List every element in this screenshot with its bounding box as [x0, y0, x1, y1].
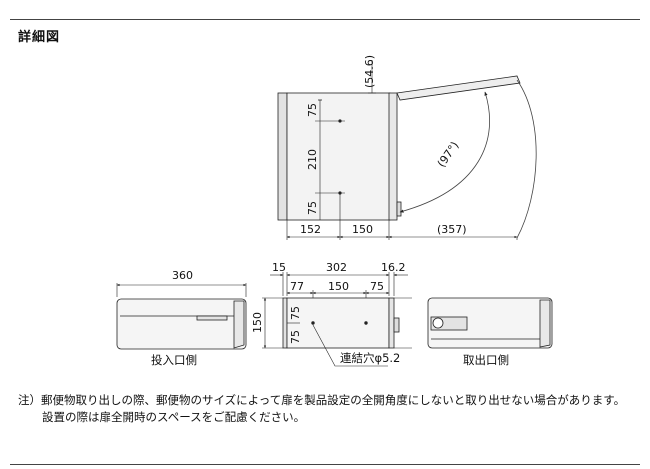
side-angle-label: (97°) — [435, 139, 462, 169]
back-label: 取出口側 — [463, 353, 509, 367]
top-dim-75-upper: 75 — [289, 306, 302, 320]
back-view — [427, 297, 553, 349]
front-dim-360: 360 — [172, 269, 193, 282]
top-dim-16-2: 16.2 — [381, 261, 406, 274]
top-dim-150-inner: 150 — [328, 280, 349, 293]
top-dim-75-inner: 75 — [370, 280, 384, 293]
side-dim-75-bottom: 75 — [306, 201, 319, 215]
top-dim-77: 77 — [290, 280, 304, 293]
hole-label: 連結穴φ5.2 — [340, 351, 400, 365]
top-dim-150-height: 150 — [251, 312, 264, 333]
top-wall-plate — [282, 297, 288, 349]
side-dim-210: 210 — [306, 149, 319, 170]
open-door — [396, 75, 521, 101]
top-door-edge — [388, 297, 395, 349]
top-dim-302: 302 — [326, 261, 347, 274]
note-line-1: 注）郵便物取り出しの際、郵便物のサイズによって扉を製品設定の全開角度にしないと取… — [18, 393, 626, 407]
back-side-panel — [539, 299, 551, 348]
side-body — [286, 92, 391, 221]
side-view — [277, 60, 537, 240]
back-body — [427, 297, 553, 349]
top-rule — [10, 19, 640, 20]
note-line-2: 設置の際は扉全開時のスペースをご配慮ください。 — [42, 410, 306, 424]
bottom-rule — [10, 464, 640, 465]
front-slot-handle — [196, 315, 228, 321]
front-body — [116, 298, 247, 350]
front-side-panel — [233, 300, 245, 349]
top-dim-15: 15 — [272, 261, 286, 274]
door-swing-arc-outer — [516, 79, 537, 239]
side-dim-75-top: 75 — [306, 103, 319, 117]
door-swing-arc-angle — [399, 91, 490, 213]
top-dim-75-lower: 75 — [289, 330, 302, 344]
side-dim-357: (357) — [437, 223, 467, 236]
side-door — [388, 92, 398, 221]
top-body — [286, 297, 390, 349]
side-dim-150: 150 — [352, 223, 373, 236]
side-wall-plate — [277, 92, 288, 221]
front-view — [116, 283, 247, 350]
side-knob — [396, 201, 402, 217]
top-knob — [393, 317, 400, 333]
front-label: 投入口側 — [151, 353, 197, 367]
side-dim-54-6: (54.6) — [363, 55, 376, 88]
page-title: 詳細図 — [18, 30, 61, 45]
top-view — [262, 272, 412, 367]
back-lock-icon — [432, 317, 444, 329]
side-dim-152: 152 — [300, 223, 321, 236]
